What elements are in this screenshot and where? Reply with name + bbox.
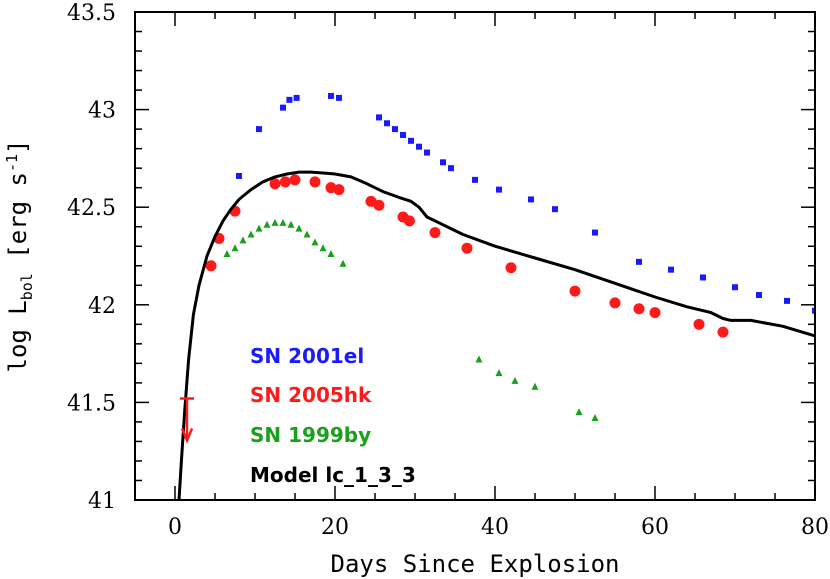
x-tick-label: 20 — [321, 515, 349, 540]
y-axis-label: log Lbol [erg s-1] — [3, 139, 36, 372]
data-point-sn2001el — [384, 120, 390, 127]
data-point-sn1999by — [303, 230, 311, 238]
data-point-sn2005hk — [205, 260, 217, 272]
data-point-sn2001el — [636, 258, 642, 265]
data-point-sn1999by — [263, 220, 271, 228]
data-point-sn2001el — [424, 149, 430, 156]
y-tick-label: 43.5 — [67, 1, 116, 26]
data-point-sn2005hk — [309, 176, 321, 188]
data-point-sn1999by — [239, 236, 247, 244]
data-point-sn2001el — [732, 284, 738, 291]
data-point-sn2005hk — [461, 242, 473, 254]
data-layer — [177, 92, 815, 500]
data-point-sn1999by — [511, 376, 519, 384]
data-point-sn2001el — [236, 172, 242, 179]
data-point-sn2001el — [286, 96, 293, 103]
data-point-sn2001el — [256, 126, 262, 133]
data-point-sn2005hk — [633, 303, 645, 315]
y-axis-label-main: log L — [4, 300, 32, 372]
data-point-sn2001el — [400, 131, 406, 138]
data-point-sn1999by — [231, 244, 239, 252]
data-point-sn2001el — [408, 137, 414, 144]
data-point-sn1999by — [495, 369, 503, 377]
data-point-sn2001el — [440, 159, 446, 166]
data-point-sn2001el — [528, 196, 534, 203]
data-point-sn2001el — [280, 104, 286, 111]
data-point-sn2005hk — [333, 184, 345, 196]
y-tick-label: 43 — [88, 99, 116, 124]
data-point-sn1999by — [287, 220, 295, 228]
data-point-sn2005hk — [609, 297, 621, 309]
legend: SN 2001el SN 2005hk SN 1999by Model lc_1… — [250, 344, 416, 487]
data-point-sn1999by — [575, 408, 583, 416]
plot-area — [177, 92, 815, 500]
data-point-sn2005hk — [269, 178, 281, 190]
x-tick-label: 60 — [641, 515, 669, 540]
legend-label-sn1999by: SN 1999by — [250, 423, 371, 447]
data-point-sn2001el — [376, 114, 382, 121]
data-point-sn2001el — [756, 292, 762, 299]
y-axis-label-unit-close: ] — [4, 139, 32, 153]
model-curve — [177, 170, 815, 500]
legend-label-sn2001el: SN 2001el — [250, 344, 364, 368]
plot-frame — [134, 11, 816, 501]
data-point-sn2005hk — [279, 176, 291, 188]
data-point-sn2001el — [336, 94, 342, 101]
data-point-sn1999by — [591, 414, 599, 422]
upper-limit-arrow — [180, 397, 194, 444]
data-point-sn2001el — [293, 94, 300, 101]
data-point-sn2005hk — [373, 199, 385, 211]
data-point-sn2001el — [784, 297, 790, 304]
data-point-sn2001el — [592, 229, 598, 236]
data-point-sn2005hk — [717, 326, 729, 338]
data-point-sn1999by — [339, 259, 347, 267]
x-tick-label: 0 — [168, 515, 182, 540]
data-point-sn1999by — [327, 250, 335, 258]
data-point-sn2001el — [812, 307, 815, 314]
y-tick-label: 42.5 — [67, 196, 116, 221]
legend-label-sn2005hk: SN 2005hk — [250, 383, 372, 407]
ticks-layer: 0 20 40 60 80 41 41.5 42 42.5 43 43.5 — [67, 1, 829, 540]
data-point-sn2001el — [328, 92, 334, 99]
legend-label-model: Model lc_1_3_3 — [250, 463, 416, 487]
y-tick-label: 42 — [88, 294, 116, 319]
x-tick-label: 40 — [481, 515, 509, 540]
data-point-sn2005hk — [649, 307, 661, 319]
data-point-sn2001el — [552, 206, 558, 213]
data-point-sn1999by — [531, 382, 539, 390]
data-point-sn2005hk — [403, 215, 415, 227]
data-point-sn2001el — [700, 274, 706, 281]
data-point-sn1999by — [223, 250, 231, 258]
data-point-sn1999by — [255, 224, 263, 232]
y-tick-label: 41.5 — [67, 391, 116, 416]
data-point-sn2001el — [392, 126, 398, 133]
data-point-sn1999by — [279, 218, 287, 226]
data-point-sn2001el — [448, 165, 454, 172]
data-point-sn2001el — [472, 176, 478, 183]
data-point-sn2001el — [668, 266, 674, 273]
data-point-sn2005hk — [505, 262, 517, 274]
x-axis-label: Days Since Explosion — [331, 550, 620, 578]
y-axis-label-subscript: bol — [18, 273, 36, 300]
data-point-sn1999by — [311, 238, 319, 246]
data-point-sn2001el — [416, 143, 422, 150]
data-point-sn2005hk — [289, 174, 301, 186]
y-tick-label: 41 — [88, 489, 116, 514]
data-point-sn2005hk — [429, 227, 441, 239]
data-point-sn1999by — [271, 218, 279, 226]
data-point-sn1999by — [319, 244, 327, 252]
data-point-sn1999by — [295, 224, 303, 232]
data-point-sn2001el — [496, 186, 502, 193]
data-point-sn1999by — [247, 230, 255, 238]
data-point-sn1999by — [475, 355, 483, 363]
data-point-sn2005hk — [569, 285, 581, 297]
y-axis-label-unit: [erg s — [4, 172, 32, 273]
data-point-sn2005hk — [693, 318, 705, 330]
x-tick-label: 80 — [801, 515, 829, 540]
y-axis-label-superscript: -1 — [3, 154, 21, 172]
